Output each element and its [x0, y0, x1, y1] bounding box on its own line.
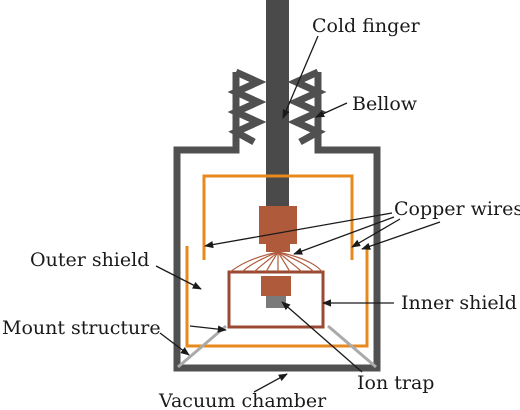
copper-wires: [229, 251, 323, 273]
label-copper-wires: Copper wires: [394, 198, 520, 220]
ion-trap: [266, 296, 286, 308]
copper-block: [259, 206, 297, 244]
label-mount-structure: Mount structure: [2, 317, 161, 339]
bellow-right: [287, 68, 327, 146]
vacuum-chamber-outline: [173, 72, 381, 372]
label-cold-finger: Cold finger: [312, 15, 421, 37]
bellow-left: [227, 68, 267, 146]
copper-block-bottom: [266, 244, 290, 252]
cold-finger-rod: [266, 0, 289, 208]
mount-leg-right: [327, 324, 377, 369]
label-outer-shield: Outer shield: [30, 249, 149, 271]
mount-leg-left: [177, 324, 227, 369]
label-ion-trap: Ion trap: [357, 372, 434, 394]
label-inner-shield: Inner shield: [401, 292, 517, 314]
ion-trap-mount: [261, 276, 291, 296]
label-bellow: Bellow: [352, 93, 418, 115]
outer-shield: [202, 174, 354, 260]
leader-lines: [155, 35, 441, 393]
outer-shield-bottom: [185, 246, 369, 348]
label-vacuum-chamber: Vacuum chamber: [158, 390, 327, 410]
